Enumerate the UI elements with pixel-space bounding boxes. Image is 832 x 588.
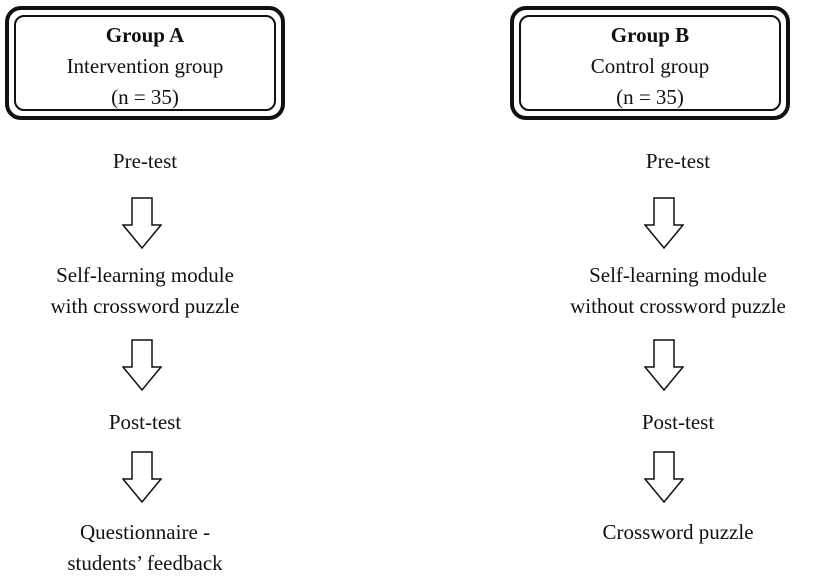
- down-arrow-icon: [122, 451, 162, 503]
- group-b-posttest: Post-test: [641, 410, 715, 434]
- group-b-final: Crossword puzzle: [602, 520, 754, 544]
- group-a-count: (n = 35): [111, 85, 179, 109]
- group-b-module-line1: Self-learning module: [589, 263, 767, 287]
- group-b-count: (n = 35): [616, 85, 684, 109]
- group-a-module-line1: Self-learning module: [56, 263, 234, 287]
- group-a-pretest: Pre-test: [112, 149, 178, 173]
- group-a-title: Group A: [105, 23, 185, 47]
- group-a-posttest: Post-test: [108, 410, 182, 434]
- group-b-module-step: Self-learning module without crossword p…: [518, 260, 832, 322]
- down-arrow-icon: [122, 197, 162, 249]
- down-arrow-icon: [644, 451, 684, 503]
- group-b-title: Group B: [610, 23, 690, 47]
- group-b-box: Group B Control group (n = 35): [510, 6, 790, 120]
- group-a-module-line2: with crossword puzzle: [50, 294, 240, 318]
- down-arrow-icon: [122, 339, 162, 391]
- down-arrow-icon: [644, 339, 684, 391]
- group-b-pretest: Pre-test: [645, 149, 711, 173]
- group-b-subtitle: Control group: [590, 54, 710, 78]
- group-a-final-step: Questionnaire - students’ feedback: [0, 517, 305, 579]
- group-a-subtitle: Intervention group: [66, 54, 224, 78]
- group-a-final-line1: Questionnaire -: [79, 520, 211, 544]
- group-b-module-line2: without crossword puzzle: [570, 294, 786, 318]
- group-a-module-step: Self-learning module with crossword puzz…: [0, 260, 305, 322]
- group-a-box: Group A Intervention group (n = 35): [5, 6, 285, 120]
- down-arrow-icon: [644, 197, 684, 249]
- group-a-final-line2: students’ feedback: [67, 551, 223, 575]
